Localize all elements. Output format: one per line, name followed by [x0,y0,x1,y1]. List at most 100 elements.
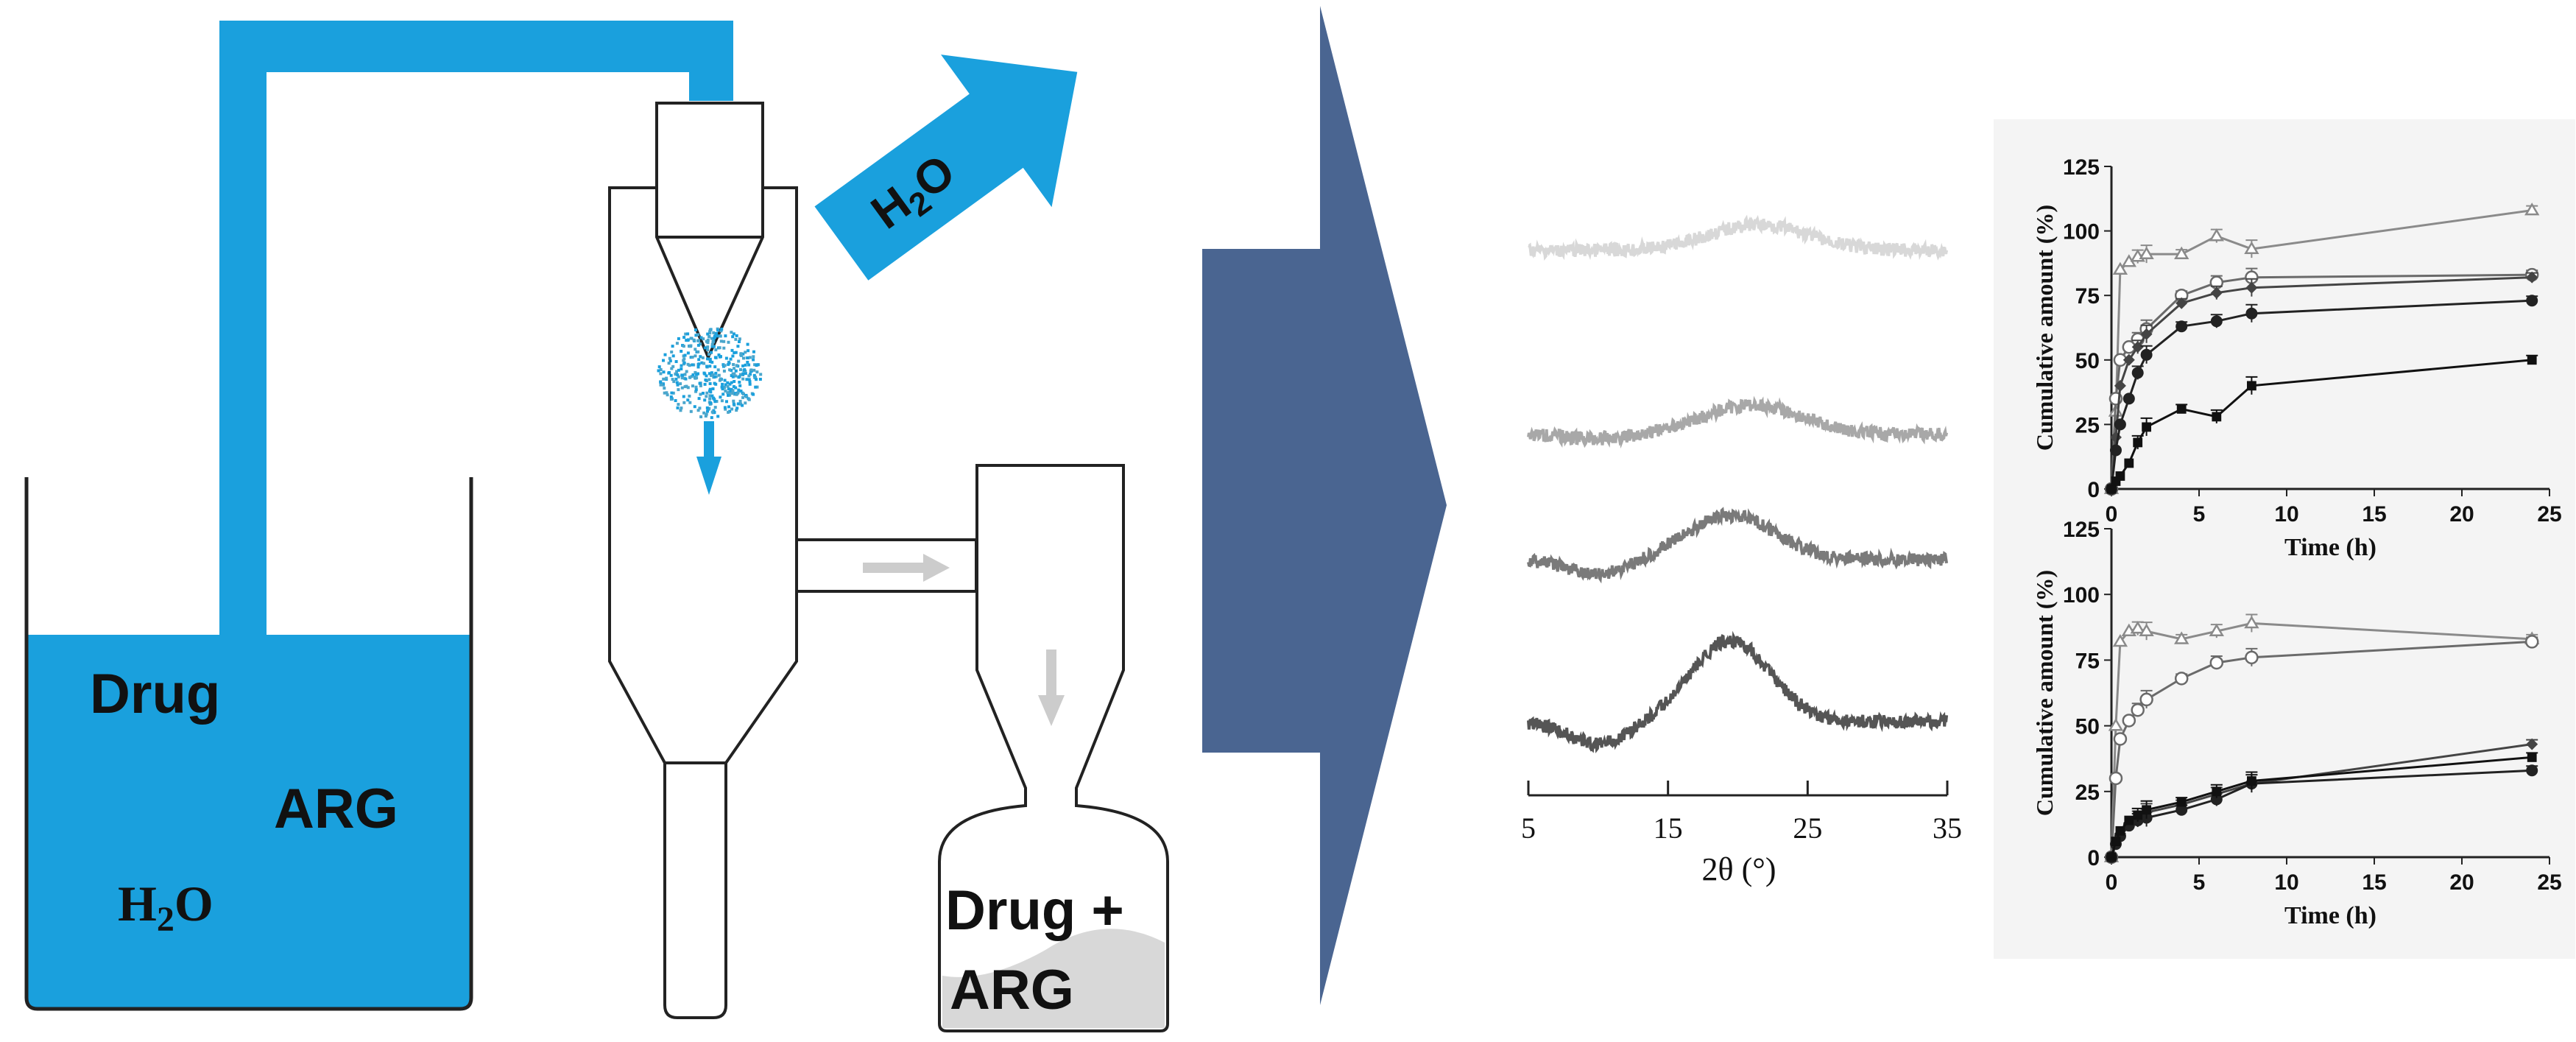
data-point [2524,635,2539,649]
droplet [713,398,716,401]
tank-label-drug: Drug [90,663,220,725]
tank-label-water: H2O [118,876,214,939]
droplet [688,394,691,398]
x-tick-label: 10 [2274,502,2298,527]
droplet [714,348,718,352]
droplet [674,399,677,402]
data-point [2247,776,2256,786]
droplet [752,368,756,372]
data-point [2209,228,2224,242]
data-point [2124,815,2134,825]
droplet [742,356,745,360]
droplet [666,393,669,397]
droplet [754,376,758,379]
droplet [752,373,756,377]
droplet [703,346,707,350]
droplet [724,407,727,411]
droplet [694,388,698,392]
droplet [677,388,680,392]
droplet [680,367,683,370]
droplet [728,393,732,397]
droplet [688,345,691,348]
droplet [720,399,724,403]
y-tick-label: 25 [2075,781,2100,805]
droplet [676,383,680,387]
droplet [722,339,726,343]
droplet [663,387,666,390]
droplet [699,342,702,346]
droplet [688,401,692,404]
droplet [755,378,758,381]
data-point [2140,348,2153,361]
droplet [758,378,762,381]
droplet [665,376,668,380]
x-tick-label: 20 [2449,870,2474,895]
droplet [691,384,694,388]
droplet [708,382,712,385]
droplet [706,332,710,336]
droplet [732,332,735,336]
droplet [720,385,724,389]
droplet [691,356,694,359]
droplet [744,401,747,405]
droplet [708,397,712,401]
droplet [752,355,755,359]
x-tick-label: 20 [2449,502,2474,527]
y-tick-label: 125 [2063,155,2100,180]
droplet [727,340,730,344]
droplet [713,411,716,414]
evaporation-arrow: H2O [814,54,1078,281]
data-point [2130,621,2145,634]
droplet [710,360,714,364]
droplet [755,385,759,389]
droplet [718,346,721,350]
droplet [719,395,722,399]
droplet [722,369,726,373]
droplet [669,398,673,401]
data-point [2113,732,2128,746]
data-point [2245,307,2258,320]
droplet [708,360,712,363]
droplet [702,362,706,365]
data-point [2114,379,2126,392]
feed-tank [24,477,473,1011]
data-point [2122,392,2135,405]
droplet [749,368,753,372]
droplet [668,359,672,363]
droplet [675,342,679,345]
droplet [669,373,673,377]
y-tick-label: 50 [2075,715,2100,739]
droplet [677,368,680,372]
droplet [683,373,687,376]
droplet [724,383,727,387]
droplet [727,393,730,397]
droplet [709,373,713,377]
droplet [717,373,721,377]
data-point [2112,633,2128,647]
data-point [2527,355,2537,365]
cyclone-arrow [1038,650,1065,726]
droplet [696,333,700,337]
droplet [705,357,709,361]
droplet [725,400,728,404]
droplet [691,363,694,367]
droplet [686,338,690,342]
x-tick-label: 25 [2537,502,2561,527]
x-tick-label: 15 [2362,502,2386,527]
droplet [720,328,724,331]
droplet [713,400,717,404]
droplet [696,363,700,366]
droplet [706,345,710,349]
droplet [697,358,701,362]
droplet [709,401,713,405]
droplet [707,378,711,381]
data-point [2524,203,2540,216]
droplet [711,373,715,376]
droplet [707,372,711,376]
droplet [731,335,735,339]
droplet [674,360,678,363]
droplet [714,356,718,359]
droplet [670,391,674,395]
droplet [694,390,698,393]
